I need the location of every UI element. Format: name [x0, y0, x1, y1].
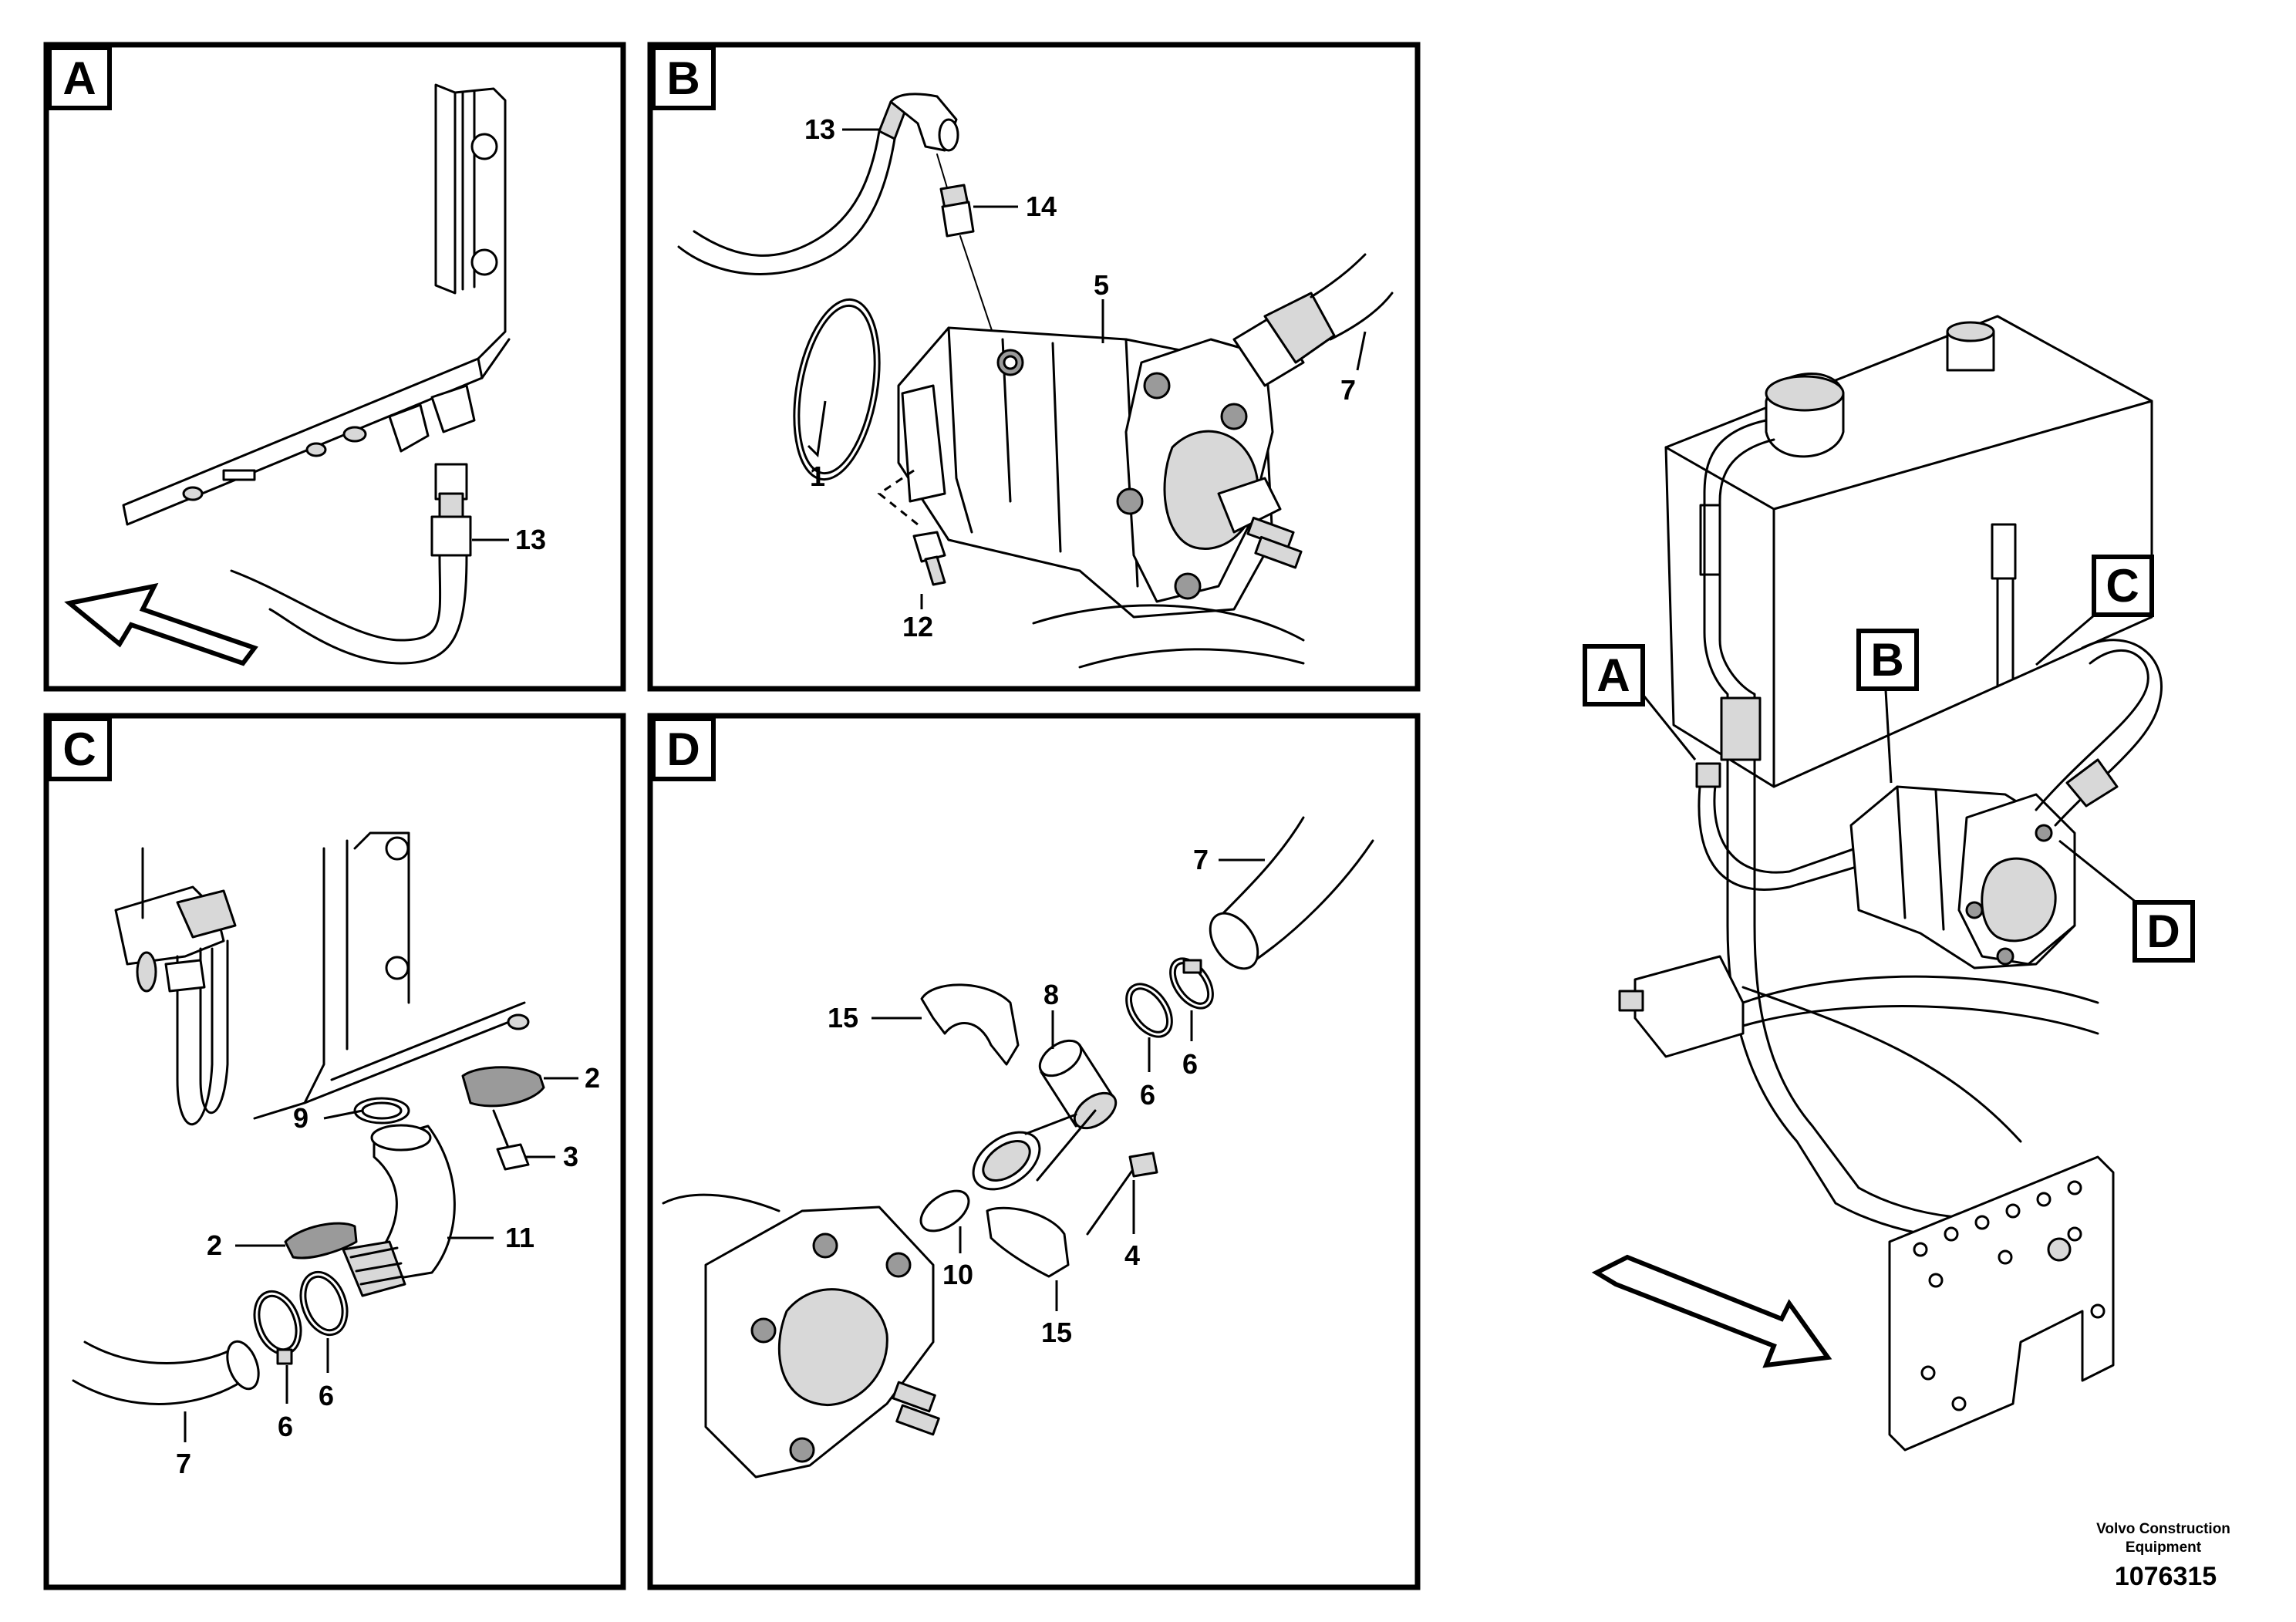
panel-a-tag-label: A [62, 52, 96, 104]
overview-direction-arrow [1591, 1254, 1832, 1368]
overview-tag-d: D [2132, 900, 2195, 963]
panel-d-callout-6a: 6 [1140, 1079, 1155, 1111]
panel-b-callout-12: 12 [902, 611, 933, 642]
panel-c-callout-7: 7 [176, 1448, 191, 1479]
panel-b-callout-7: 7 [1340, 374, 1356, 406]
panel-c-callout-6b: 6 [319, 1380, 334, 1411]
panel-d-callout-8: 8 [1043, 979, 1059, 1010]
overview-tag-a-label: A [1596, 649, 1630, 701]
panel-c-leader-9 [323, 1109, 363, 1120]
overview-tag-a: A [1583, 644, 1645, 706]
panel-b-callout-14: 14 [1026, 191, 1057, 222]
panel-c-frame [43, 713, 626, 1590]
company-name-line2: Equipment [2126, 1539, 2202, 1556]
panel-b-leader-1 [807, 400, 827, 458]
panel-b-tag-label: B [666, 52, 700, 104]
panel-b-callout-1: 1 [810, 460, 825, 492]
overview-tag-b: B [1856, 629, 1919, 691]
panel-d-tag-label: D [666, 723, 700, 775]
panel-d-callout-15a: 15 [828, 1002, 858, 1034]
panel-d-callout-7: 7 [1193, 844, 1209, 875]
overview-leader-b [1884, 690, 1893, 784]
hydraulic-tank-illustration [1664, 315, 2153, 1205]
panel-c-callout-2a: 2 [585, 1062, 600, 1094]
panel-a-callout-13: 13 [515, 524, 546, 555]
overview-tag-b-label: B [1870, 634, 1903, 686]
company-name-line1: Volvo Construction [2096, 1521, 2230, 1537]
overview-tag-d-label: D [2146, 905, 2180, 957]
panel-b-callout-13: 13 [804, 113, 835, 145]
panel-d: D [647, 713, 1421, 1590]
suction-elbow-illustration [72, 831, 545, 1405]
panel-c-tag-label: C [62, 723, 96, 775]
panel-d-tag: D [651, 717, 716, 781]
overview-assembly: A B C D [1583, 315, 2195, 1452]
panel-c-callout-3: 3 [563, 1141, 578, 1172]
overview-leader-d [2058, 839, 2137, 904]
panel-c: C [43, 713, 626, 1590]
panel-d-callout-4: 4 [1124, 1239, 1140, 1271]
panel-b-tag: B [651, 46, 716, 110]
panel-c-callout-11: 11 [505, 1222, 534, 1253]
panel-b: B [647, 42, 1421, 692]
panel-c-tag: C [47, 717, 112, 781]
drawing-number: 1076315 [2115, 1562, 2217, 1591]
overview-tag-c: C [2092, 555, 2154, 617]
overview-leader-c [2035, 614, 2095, 666]
panel-c-callout-6a: 6 [278, 1411, 293, 1442]
panel-b-leader-7 [1356, 331, 1367, 371]
overview-leader-a [1640, 692, 1697, 760]
pump-assembly-illustration [677, 93, 1394, 669]
panel-b-callout-5: 5 [1094, 269, 1109, 301]
panel-c-callout-9: 9 [293, 1102, 308, 1134]
footer-block: Volvo Construction Equipment 1076315 [2096, 1521, 2230, 1591]
overview-mounting-bracket [1888, 1155, 2115, 1452]
panel-d-callout-15b: 15 [1041, 1317, 1072, 1348]
panel-d-callout-6b: 6 [1182, 1048, 1198, 1080]
panel-d-callout-10: 10 [942, 1259, 973, 1290]
panel-a-direction-arrow [64, 582, 258, 666]
overview-valve-block [1618, 955, 2099, 1143]
overview-pump-illustration [1849, 785, 2076, 969]
overview-tag-c-label: C [2106, 560, 2139, 612]
panel-a-tag: A [47, 46, 112, 110]
panel-c-callout-2b: 2 [207, 1229, 222, 1261]
suction-flange-illustration [662, 816, 1374, 1479]
tank-corner-illustration [122, 83, 511, 665]
panel-a-frame [43, 42, 626, 692]
panel-a: A [43, 42, 626, 692]
